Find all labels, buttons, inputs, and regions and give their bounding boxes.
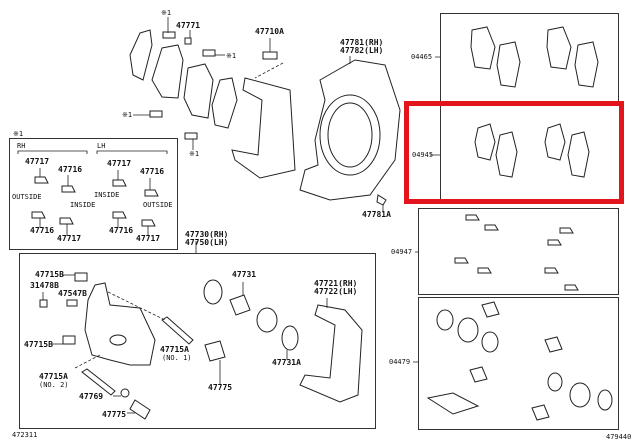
part-47715A[interactable]: 47715A (160, 345, 189, 354)
clip-set-box (9, 138, 178, 250)
part-47716[interactable]: 47716 (58, 165, 83, 174)
ref-mark: ※1 (122, 111, 133, 119)
part-47716[interactable]: 47716 (140, 167, 165, 176)
side-label: OUTSIDE (12, 193, 42, 201)
part-47716[interactable]: 47716 (109, 226, 134, 235)
part-31478B[interactable]: 31478B (30, 281, 59, 290)
part-47715B[interactable]: 47715B (35, 270, 64, 279)
brake-pad-icon (129, 29, 238, 129)
side-label: INSIDE (94, 191, 120, 199)
clip-box-title: ※1 (13, 130, 24, 138)
no1-note: (NO. 1) (162, 354, 192, 362)
part-47730[interactable]: 47730(RH) (185, 230, 229, 239)
kit-box-04479 (418, 297, 619, 430)
part-47775[interactable]: 47775 (208, 383, 233, 392)
caliper-icon (84, 282, 156, 366)
part-47750[interactable]: 47750(LH) (185, 238, 229, 247)
part-47731A[interactable]: 47731A (272, 358, 301, 367)
part-47781[interactable]: 47781(RH) (340, 38, 384, 47)
ref-mark: ※1 (226, 52, 237, 60)
rh-label: RH (17, 142, 26, 150)
part-47715B[interactable]: 47715B (24, 340, 53, 349)
ref-mark: ※1 (161, 9, 172, 17)
part-47782[interactable]: 47782(LH) (340, 46, 384, 55)
part-47716[interactable]: 47716 (30, 226, 55, 235)
part-47547B[interactable]: 47547B (58, 289, 87, 298)
side-label: OUTSIDE (143, 201, 173, 209)
part-47717[interactable]: 47717 (57, 234, 82, 243)
part-47710A[interactable]: 47710A (255, 27, 284, 36)
part-47717[interactable]: 47717 (107, 159, 132, 168)
part-47715A[interactable]: 47715A (39, 372, 68, 381)
part-47731[interactable]: 47731 (232, 270, 257, 279)
kit-box-04947 (418, 208, 619, 295)
no2-note: (NO. 2) (39, 381, 69, 389)
part-47769[interactable]: 47769 (79, 392, 104, 401)
kit-04945[interactable]: 04945 (412, 151, 434, 159)
kit-04947[interactable]: 04947 (391, 248, 413, 256)
part-47775[interactable]: 47775 (102, 410, 127, 419)
kit-04479[interactable]: 04479 (389, 358, 411, 366)
part-47721[interactable]: 47721(RH) (314, 279, 358, 288)
figure-id-right: 479440 (606, 433, 632, 441)
kit-04465[interactable]: 04465 (411, 53, 433, 61)
part-47717[interactable]: 47717 (136, 234, 161, 243)
kit-box-04945-edge (440, 103, 618, 200)
seal-icons (203, 279, 299, 384)
ref-mark: ※1 (189, 150, 200, 158)
part-47717[interactable]: 47717 (25, 157, 50, 166)
highlight-box-04945[interactable] (404, 101, 624, 204)
part-47722[interactable]: 47722(LH) (314, 287, 358, 296)
kit-box-04465 (440, 13, 619, 102)
part-47781A[interactable]: 47781A (362, 210, 391, 219)
disc-shield-icon (299, 59, 401, 201)
kit-pad-icons (426, 26, 613, 421)
side-label: INSIDE (70, 201, 96, 209)
caliper-assembly-box (19, 253, 376, 429)
clip-icons (17, 150, 168, 236)
part-47771[interactable]: 47771 (176, 21, 201, 30)
figure-id-left: 472311 (12, 431, 38, 439)
lh-label: LH (97, 142, 106, 150)
